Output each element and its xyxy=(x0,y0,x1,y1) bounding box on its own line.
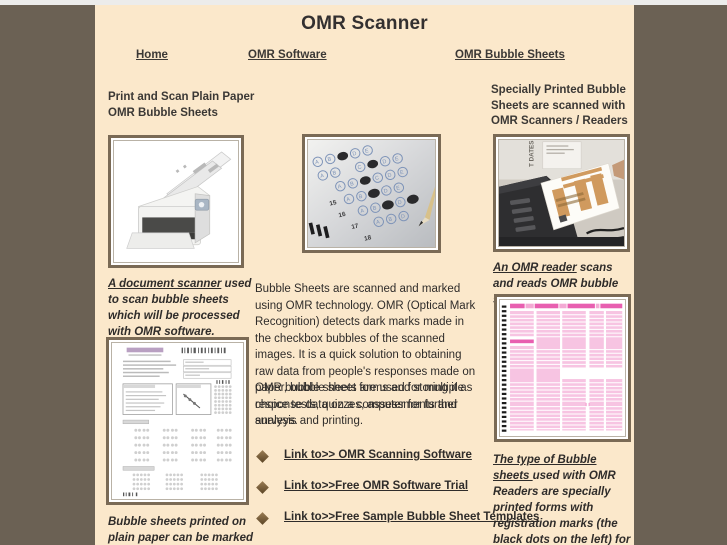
svg-text:B: B xyxy=(327,157,332,164)
middle-paragraph-2: OMR bubble sheets are used for multiple … xyxy=(255,382,465,427)
bubble-sheet-photo-frame: 15 16 17 18 xyxy=(302,134,441,253)
left-column-bottom-text: Bubble sheets printed on plain paper can… xyxy=(108,516,254,544)
svg-text:D: D xyxy=(387,172,392,179)
document-scanner-link[interactable]: A document scanner xyxy=(108,278,222,290)
svg-text:A: A xyxy=(360,208,365,215)
svg-text:A: A xyxy=(346,197,351,204)
svg-text:18: 18 xyxy=(364,234,373,242)
top-strip xyxy=(0,0,727,5)
middle-paragraph-1: Bubble Sheets are scanned and marked usi… xyxy=(255,283,476,427)
svg-text:D: D xyxy=(382,159,387,166)
svg-text:D: D xyxy=(400,214,405,221)
nav-link-omr-bubble-sheets[interactable]: OMR Bubble Sheets xyxy=(455,49,565,61)
svg-text:A: A xyxy=(376,219,381,226)
svg-text:B: B xyxy=(332,170,337,177)
svg-text:B: B xyxy=(358,194,363,201)
right-column-bottom-rest: used with OMR Readers are specially prin… xyxy=(493,470,631,545)
svg-text:B: B xyxy=(388,217,393,224)
right-column-bottom-text: The type of Bubble sheets used with OMR … xyxy=(493,452,633,545)
bubble-sheets-type-link[interactable]: The type of Bubble sheets xyxy=(493,454,597,482)
svg-text:E: E xyxy=(400,170,405,177)
right-column-heading: Specially Printed Bubble Sheets are scan… xyxy=(491,84,628,127)
link-free-omr-software-trial[interactable]: Link to>>Free OMR Software Trial xyxy=(284,480,469,492)
svg-text:15: 15 xyxy=(329,199,338,207)
left-column-heading: Print and Scan Plain Paper OMR Bubble Sh… xyxy=(108,91,255,119)
diamond-bullet-icon xyxy=(256,450,269,463)
nav-link-omr-software[interactable]: OMR Software xyxy=(248,49,327,61)
svg-text:B: B xyxy=(372,205,377,212)
svg-text:D: D xyxy=(383,188,388,195)
svg-text:T DATES: T DATES xyxy=(529,141,536,167)
bubble-sheet-with-pencil-photo: 15 16 17 18 xyxy=(308,140,435,247)
scanner-caption: A document scanner used to scan bubble s… xyxy=(108,276,260,340)
svg-text:16: 16 xyxy=(338,211,347,219)
svg-text:B: B xyxy=(350,181,355,188)
pink-bubble-sheet-frame xyxy=(494,294,631,442)
plain-paper-form-image-frame xyxy=(106,337,249,505)
svg-text:A: A xyxy=(315,159,320,166)
plain-paper-omr-form-illustration xyxy=(112,343,243,499)
svg-text:E: E xyxy=(364,148,369,155)
document-scanner-image-frame xyxy=(108,135,244,268)
svg-text:E: E xyxy=(396,185,401,192)
link-omr-scanning-software[interactable]: Link to>> OMR Scanning Software xyxy=(284,449,472,461)
page-content: OMR Scanner Home OMR Software OMR Bubble… xyxy=(95,5,634,545)
document-scanner-illustration xyxy=(114,141,238,262)
omr-reader-photo: T DATES xyxy=(499,140,624,246)
svg-text:A: A xyxy=(337,184,342,191)
svg-text:D: D xyxy=(352,151,357,158)
scanner-caption-rest: used to scan bubble sheets which will be… xyxy=(108,278,252,338)
link-free-sample-bubble-sheet-templates[interactable]: Link to>>Free Sample Bubble Sheet Templa… xyxy=(284,511,540,523)
pink-registration-mark-bubble-sheet xyxy=(500,300,625,436)
svg-text:A: A xyxy=(320,173,325,180)
omr-reader-link[interactable]: An OMR reader xyxy=(493,262,577,274)
svg-text:D: D xyxy=(397,200,402,207)
omr-reader-photo-frame: T DATES xyxy=(493,134,630,252)
svg-text:C: C xyxy=(357,165,362,172)
svg-text:17: 17 xyxy=(351,223,360,231)
svg-text:E: E xyxy=(394,156,399,163)
page-title: OMR Scanner xyxy=(301,13,428,34)
diamond-bullet-icon xyxy=(256,481,269,494)
svg-text:C: C xyxy=(375,175,380,182)
nav-link-home[interactable]: Home xyxy=(136,49,168,61)
